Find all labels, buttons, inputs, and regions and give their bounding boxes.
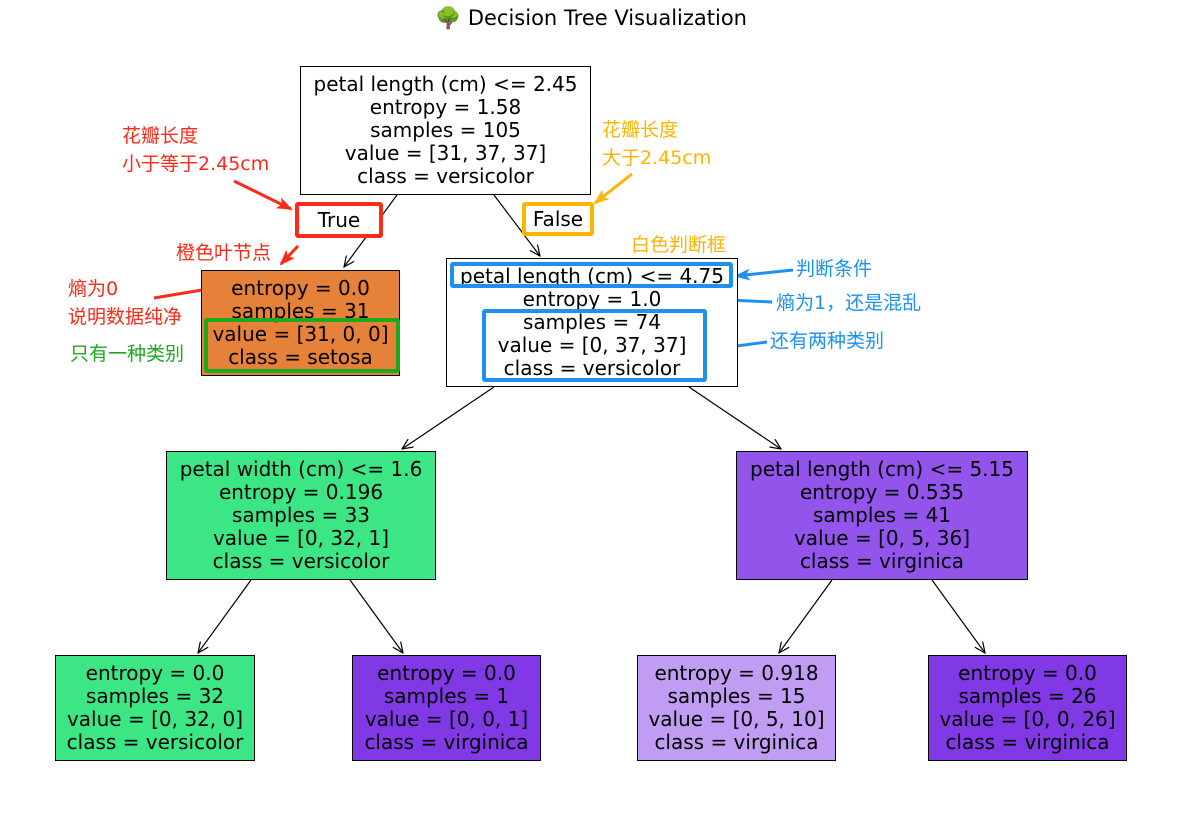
node-text: samples = 33: [231, 503, 371, 527]
edge-split2-split3a: [402, 386, 495, 449]
node-text: samples = 105: [370, 118, 521, 142]
node-text: value = [0, 5, 36]: [793, 526, 971, 550]
node-text: value = [31, 37, 37]: [344, 141, 547, 165]
node-text: petal width (cm) <= 1.6: [179, 457, 423, 481]
annotation-condition: 判断条件: [796, 258, 873, 280]
tree-node-leaf1: entropy = 0.0 samples = 32 value = [0, 3…: [55, 655, 255, 761]
node-text: value = [31, 0, 0]: [212, 322, 389, 346]
node-text: samples = 41: [812, 503, 952, 527]
node-text: entropy = 0.0: [231, 276, 370, 300]
arrow-condition: [734, 268, 794, 281]
tree-node-setosa-leaf: entropy = 0.0 samples = 31 value = [31, …: [201, 270, 400, 376]
node-text: class = virginica: [654, 730, 819, 754]
highlight-split2-condition: [450, 262, 733, 288]
node-text: value = [0, 5, 10]: [648, 707, 825, 731]
arrow-right-petal: [593, 172, 633, 205]
edge-root-split2: [493, 194, 540, 256]
node-text: class = versicolor: [66, 730, 244, 754]
node-text: class = setosa: [228, 345, 373, 369]
annotation-orange-leaf: 橙色叶节点: [176, 242, 272, 264]
node-text: petal length (cm) <= 5.15: [750, 457, 1014, 481]
node-text: samples = 74: [522, 310, 662, 334]
node-text: entropy = 0.196: [218, 480, 384, 504]
node-text: class = versicolor: [503, 356, 681, 380]
branch-label-false: False: [522, 202, 594, 236]
node-text: class = versicolor: [357, 164, 534, 188]
edge-split3a-leaf1: [198, 579, 252, 653]
tree-node-split3a: petal width (cm) <= 1.6 entropy = 0.196 …: [166, 451, 436, 580]
tree-node-leaf2: entropy = 0.0 samples = 1 value = [0, 0,…: [352, 655, 541, 761]
annotation-left-petal-line1: 花瓣长度: [122, 125, 199, 147]
node-text: entropy = 0.0: [85, 661, 225, 685]
node-text: class = virginica: [799, 549, 965, 573]
node-text: value = [0, 32, 1]: [212, 526, 390, 550]
arrow-left-petal: [233, 179, 293, 211]
annotation-right-petal-line1: 花瓣长度: [602, 119, 679, 141]
edge-split3b-leaf4: [931, 579, 985, 653]
highlight-setosa-value-class: [204, 318, 400, 373]
node-text: samples = 1: [383, 684, 510, 708]
annotation-white-box: 白色判断框: [631, 234, 727, 256]
node-text: entropy = 0.918: [654, 661, 819, 685]
node-text: value = [0, 32, 0]: [66, 707, 244, 731]
annotation-entropy-zero-line1: 熵为0: [68, 278, 119, 300]
annotation-left-petal-line2: 小于等于2.45cm: [122, 153, 270, 175]
branch-label-true: True: [295, 202, 383, 238]
node-text: samples = 31: [231, 299, 370, 323]
node-text: entropy = 0.0: [958, 661, 1097, 685]
node-text: entropy = 1.58: [369, 95, 522, 119]
tree-node-leaf3: entropy = 0.918 samples = 15 value = [0,…: [637, 655, 836, 761]
annotation-one-class: 只有一种类别: [70, 343, 185, 365]
node-text: value = [0, 0, 1]: [364, 707, 529, 731]
node-text: petal length (cm) <= 4.75: [460, 264, 724, 288]
annotation-right-petal-line2: 大于2.45cm: [602, 147, 712, 169]
node-text: petal length (cm) <= 2.45: [313, 72, 578, 96]
node-text: class = virginica: [945, 730, 1110, 754]
figure-title: 🌳 Decision Tree Visualization: [435, 6, 747, 30]
node-text: entropy = 1.0: [522, 287, 662, 311]
node-text: samples = 26: [958, 684, 1097, 708]
tree-node-split3b: petal length (cm) <= 5.15 entropy = 0.53…: [736, 451, 1028, 580]
node-text: samples = 32: [85, 684, 225, 708]
arrow-orange-leaf: [279, 244, 300, 266]
annotation-two-classes: 还有两种类别: [770, 330, 885, 352]
edge-split3a-leaf2: [349, 579, 403, 653]
highlight-split2-samples-value-class: [482, 309, 707, 382]
node-text: class = versicolor: [212, 549, 390, 573]
tree-node-root: petal length (cm) <= 2.45 entropy = 1.58…: [300, 66, 591, 195]
node-text: entropy = 0.535: [799, 480, 965, 504]
tree-node-leaf4: entropy = 0.0 samples = 26 value = [0, 0…: [928, 655, 1127, 761]
annotation-entropy-zero-line2: 说明数据纯净: [68, 306, 183, 328]
tree-node-split2: petal length (cm) <= 4.75 entropy = 1.0 …: [446, 258, 738, 387]
edge-split2-split3b: [688, 386, 781, 449]
node-text: value = [0, 0, 26]: [939, 707, 1116, 731]
node-text: class = virginica: [364, 730, 529, 754]
node-text: samples = 15: [667, 684, 806, 708]
annotation-entropy-one: 熵为1，还是混乱: [776, 292, 922, 314]
edge-split3b-leaf3: [779, 579, 833, 653]
node-text: value = [0, 37, 37]: [497, 333, 687, 357]
node-text: entropy = 0.0: [377, 661, 516, 685]
